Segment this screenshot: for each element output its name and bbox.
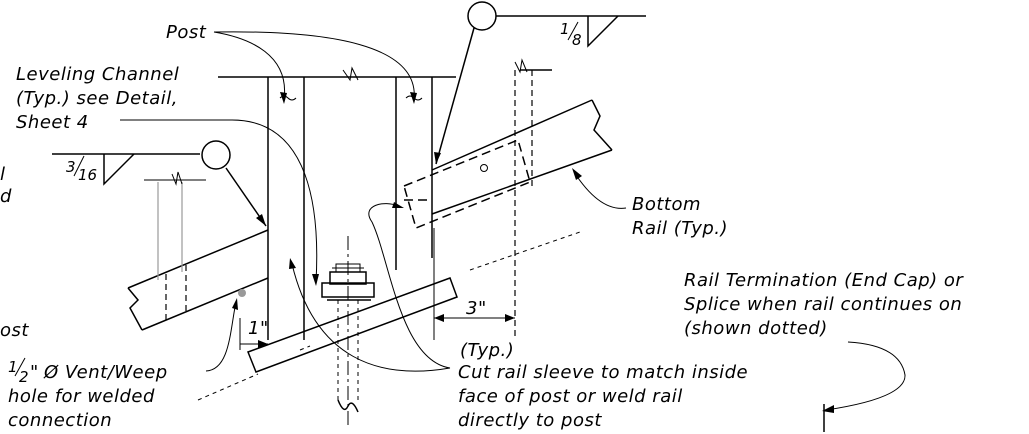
bottom-rail-line-1: Bottom xyxy=(632,194,701,215)
vent-size-suffix: " xyxy=(30,362,39,383)
anchor-bolt xyxy=(321,236,375,428)
dim-1in-label: 1" xyxy=(248,318,269,339)
dim-typ-label: (Typ.) xyxy=(460,340,514,361)
vent-size-num: 1 xyxy=(8,358,18,376)
cut-sleeve-line-2: face of post or weld rail xyxy=(458,386,683,407)
termination-line-2: Splice when rail continues on xyxy=(684,294,962,315)
vent-line-3: connection xyxy=(8,410,112,431)
weld-symbol-left: 3 16 xyxy=(52,140,267,227)
text-labels: Post Leveling Channel (Typ.) see Detail,… xyxy=(0,22,964,431)
right-rail xyxy=(403,58,613,340)
termination-line-3: (shown dotted) xyxy=(684,318,828,339)
weld-size-right-whole: 1 xyxy=(560,20,570,38)
leader-lines xyxy=(120,31,906,432)
vent-line-1: Ø Vent/Weep xyxy=(43,362,168,383)
weld-size-left-denom: 16 xyxy=(78,166,97,184)
leveling-channel-line-3: Sheet 4 xyxy=(16,112,89,133)
weld-dot-left xyxy=(238,289,246,297)
base-plate xyxy=(247,277,458,373)
left-rail xyxy=(127,171,269,331)
dimension-3in: 3" (Typ.) xyxy=(433,228,515,361)
leveling-channel-line-1: Leveling Channel xyxy=(16,64,179,85)
bottom-rail-line-2: Rail (Typ.) xyxy=(632,218,728,239)
weld-size-left-whole: 3 xyxy=(66,158,76,176)
post xyxy=(218,66,456,340)
leveling-channel-line-2: (Typ.) see Detail, xyxy=(16,88,178,109)
dimension-1in: 1" xyxy=(239,318,269,350)
cut-sleeve-line-3: directly to post xyxy=(458,410,602,431)
weld-size-right-denom: 8 xyxy=(572,31,582,49)
vent-line-2: hole for welded xyxy=(8,386,155,407)
cropped-text-ost: ost xyxy=(0,320,29,341)
weld-symbol-right: 1 8 xyxy=(434,1,646,165)
termination-line-1: Rail Termination (End Cap) or xyxy=(684,270,964,291)
post-label: Post xyxy=(166,22,207,43)
cropped-text-l: l xyxy=(0,164,6,185)
dim-3in-label: 3" xyxy=(466,298,487,319)
vent-size-denom: 2 xyxy=(19,368,29,386)
cut-sleeve-line-1: Cut rail sleeve to match inside xyxy=(458,362,748,383)
cropped-text-d: d xyxy=(0,186,12,207)
